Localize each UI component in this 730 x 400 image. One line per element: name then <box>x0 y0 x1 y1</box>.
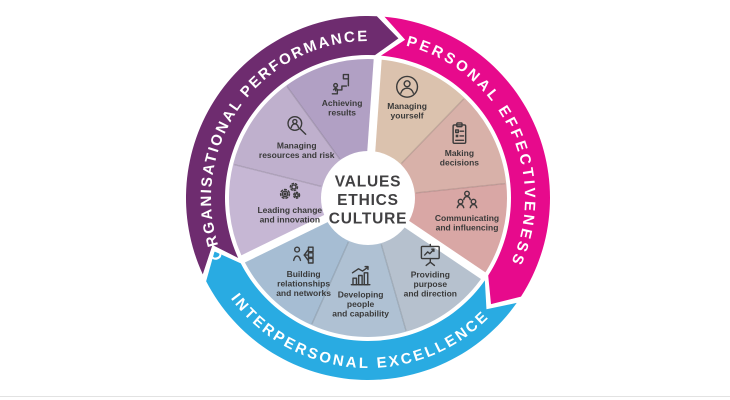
slide-bottom-edge <box>0 396 730 397</box>
wedge-leading-change-and-innovation <box>229 164 328 259</box>
wedge-providing-purpose-and-direction <box>380 223 484 332</box>
wedge-making-decisions <box>399 98 507 194</box>
wedge-divider <box>415 182 506 194</box>
wedge-managing-resources-and-risk <box>233 85 342 188</box>
wedge-divider <box>380 243 407 331</box>
wedge-divider <box>400 98 465 164</box>
wedge-divider <box>286 85 341 160</box>
gears-icon <box>279 182 301 200</box>
wedge-divider <box>311 241 350 325</box>
wedge-divider <box>233 163 322 188</box>
wedge-managing-yourself <box>371 59 465 166</box>
achieving-results-icon <box>331 73 350 95</box>
magnifier-person-icon <box>287 115 307 136</box>
wedge-achieving-results <box>286 59 378 162</box>
easel-icon <box>420 243 440 267</box>
center-circle <box>321 151 415 245</box>
clipboard-icon <box>452 122 467 145</box>
section-gap <box>402 219 487 280</box>
ring-segment-interpersonal-excellence <box>206 251 517 380</box>
ring-segment-organisational-performance <box>185 16 399 275</box>
wedge-communicating-and-influencing <box>405 183 508 276</box>
section-gap <box>367 57 382 155</box>
wedge-developing-people-and-capability <box>311 239 407 338</box>
people-group-icon <box>456 190 478 209</box>
wedge-building-relationships-and-networks <box>243 217 350 325</box>
section-gap <box>239 213 331 264</box>
ring-segment-personal-effectiveness <box>380 16 550 305</box>
person-network-icon <box>293 246 314 264</box>
chart-growth-icon <box>350 265 371 286</box>
person-circle-icon <box>395 75 419 98</box>
